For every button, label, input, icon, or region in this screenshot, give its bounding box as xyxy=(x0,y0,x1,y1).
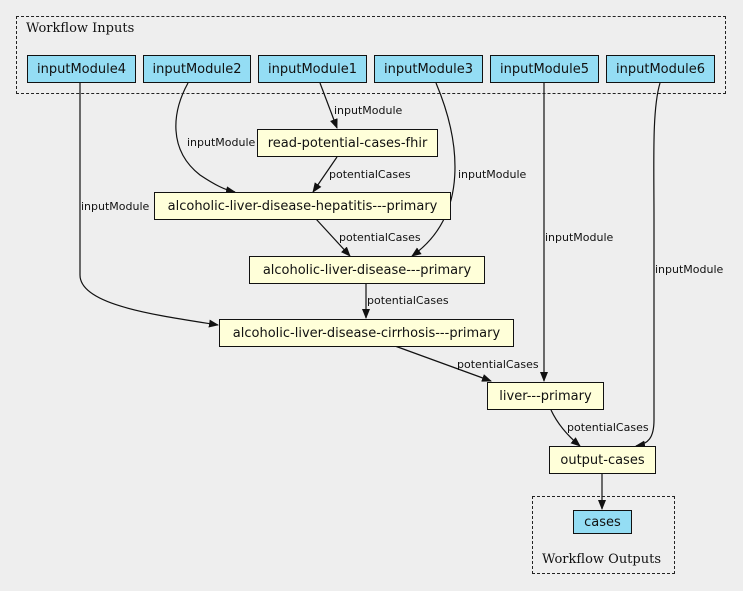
edge-inputmodule3-to-disease-primary xyxy=(411,82,456,257)
node-output-cases[interactable]: output-cases xyxy=(549,446,656,474)
node-read-potential-cases-fhir[interactable]: read-potential-cases-fhir xyxy=(257,129,438,157)
edge-label-hep-dis: potentialCases xyxy=(339,231,421,244)
edge-label-liv-out: potentialCases xyxy=(567,421,649,434)
edge-inputmodule4-to-cirrhosis-primary xyxy=(79,83,219,328)
edge-inputmodule2-to-hepatitis-primary xyxy=(175,82,236,195)
workflow-outputs-label: Workflow Outputs xyxy=(542,552,661,567)
node-liver-primary[interactable]: liver---primary xyxy=(487,382,604,410)
edge-label-im1-read: inputModule xyxy=(334,104,403,117)
node-inputmodule6[interactable]: inputModule6 xyxy=(606,55,715,83)
edge-label-im3-dis: inputModule xyxy=(458,168,527,181)
edge-cirrhosis-primary-to-liver-primary xyxy=(394,345,492,382)
workflow-outputs-cluster xyxy=(532,496,675,574)
workflow-inputs-label: Workflow Inputs xyxy=(26,21,135,36)
node-hepatitis-primary[interactable]: alcoholic-liver-disease-hepatitis---prim… xyxy=(154,192,451,220)
edge-read-potential-cases-fhir-to-hepatitis-primary xyxy=(312,156,338,193)
edge-label-cir-liv: potentialCases xyxy=(457,358,539,371)
edge-label-read-hep: potentialCases xyxy=(329,168,411,181)
edge-label-dis-cir: potentialCases xyxy=(367,294,449,307)
node-inputmodule4[interactable]: inputModule4 xyxy=(27,55,136,83)
node-disease-primary[interactable]: alcoholic-liver-disease---primary xyxy=(249,256,485,284)
edge-label-im2-hep: inputModule xyxy=(187,136,256,149)
edge-hepatitis-primary-to-disease-primary xyxy=(315,218,351,257)
edge-label-im5-liv: inputModule xyxy=(545,231,614,244)
node-inputmodule1[interactable]: inputModule1 xyxy=(258,55,367,83)
node-inputmodule5[interactable]: inputModule5 xyxy=(490,55,599,83)
edge-inputmodule1-to-read-potential-cases-fhir xyxy=(319,82,338,129)
node-inputmodule3[interactable]: inputModule3 xyxy=(374,55,483,83)
edge-liver-primary-to-output-cases xyxy=(550,409,581,447)
edge-label-im6-out: inputModule xyxy=(655,263,724,276)
workflow-inputs-cluster xyxy=(16,16,726,94)
edge-label-im4-cir: inputModule xyxy=(81,200,150,213)
node-cases[interactable]: cases xyxy=(573,510,632,534)
node-inputmodule2[interactable]: inputModule2 xyxy=(143,55,251,83)
node-cirrhosis-primary[interactable]: alcoholic-liver-disease-cirrhosis---prim… xyxy=(219,319,514,347)
edge-inputmodule6-to-output-cases xyxy=(635,82,661,449)
